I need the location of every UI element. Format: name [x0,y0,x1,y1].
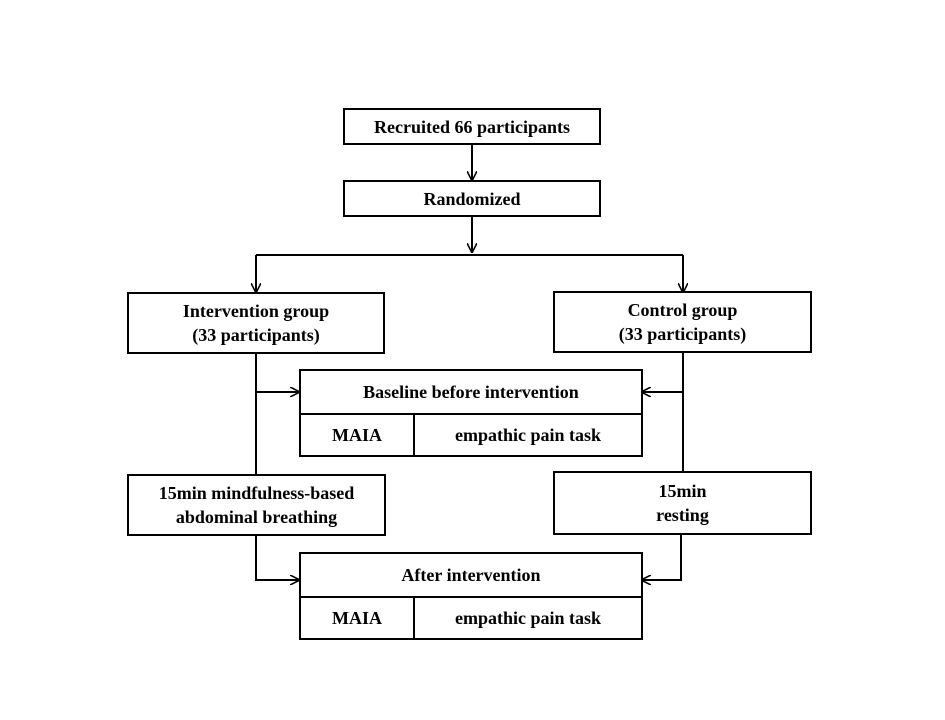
resting-subtitle: resting [656,505,709,525]
arrow-mindfulness-to-after [255,536,299,580]
after-empathic-pain-task: empathic pain task [454,607,602,628]
arrow-resting-to-after [642,534,682,580]
intervention-group-title: Intervention group [182,301,330,321]
randomized-box: Randomized [343,180,601,217]
control-group-box: Control group (33 participants) [553,291,812,353]
after-title: After intervention [301,554,641,598]
after-maia: MAIA [301,598,415,638]
randomized-label: Randomized [423,188,521,209]
resting-box: 15min resting [553,471,812,535]
baseline-empathic-pain-task: empathic pain task [454,424,602,445]
mindfulness-subtitle: abdominal breathing [175,507,338,527]
recruited-label: Recruited 66 participants [374,116,570,137]
control-group-title: Control group [627,300,738,320]
mindfulness-box: 15min mindfulness-based abdominal breath… [127,474,386,536]
mindfulness-title: 15min mindfulness-based [158,483,355,503]
after-intervention-box: After intervention MAIA empathic pain ta… [299,552,643,640]
recruited-box: Recruited 66 participants [343,108,601,145]
intervention-group-box: Intervention group (33 participants) [127,292,385,354]
control-group-count: (33 participants) [618,324,747,344]
baseline-maia: MAIA [301,415,415,455]
resting-title: 15min [658,481,707,501]
baseline-title: Baseline before intervention [301,371,641,415]
baseline-box: Baseline before intervention MAIA empath… [299,369,643,457]
intervention-group-count: (33 participants) [192,325,320,345]
